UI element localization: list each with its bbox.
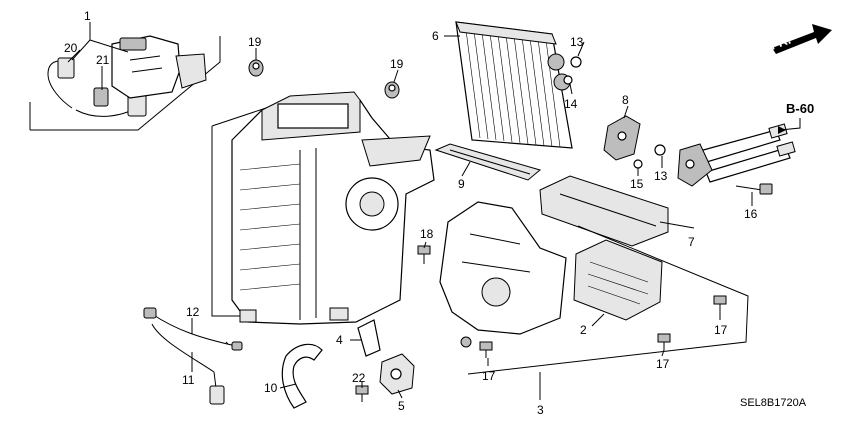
actuator-motor	[111, 35, 207, 99]
housing-tab-2	[329, 307, 349, 321]
screw-18	[417, 245, 431, 264]
blower-hub	[359, 191, 385, 217]
expansion-valve	[603, 115, 641, 161]
clip-21	[93, 87, 109, 107]
o-ring-13c	[654, 144, 666, 156]
screw-17b	[657, 333, 671, 350]
filter-tray-9	[434, 143, 542, 181]
callout-22: 22	[352, 371, 366, 385]
lower-case-3	[439, 201, 567, 335]
diagram-code: SEL8B1720A	[740, 397, 807, 409]
callout-9: 9	[458, 177, 465, 191]
callout-19b: 19	[390, 57, 404, 71]
callout-11: 11	[182, 373, 195, 387]
callout-3: 3	[537, 403, 544, 417]
callout-2: 2	[580, 323, 587, 337]
grommet-19a	[248, 59, 264, 77]
callout-13b: 13	[654, 169, 668, 183]
callout-21: 21	[96, 53, 110, 67]
housing-ribs	[239, 163, 301, 291]
housing-seam	[299, 148, 317, 320]
callout-4: 4	[336, 333, 343, 347]
sensor-harness-11-12	[143, 307, 243, 405]
subassembly-bracket	[467, 225, 749, 375]
evaporator-core	[455, 21, 573, 149]
callout-17b: 17	[656, 357, 670, 371]
callout-18: 18	[420, 227, 434, 241]
lower-cover-7	[539, 175, 669, 247]
callout-7: 7	[688, 235, 695, 249]
bolt-16	[735, 183, 773, 195]
reference-leader	[779, 118, 801, 131]
housing-top-opening	[277, 103, 349, 129]
heater-unit-housing	[211, 91, 435, 325]
o-ring-14	[563, 75, 573, 85]
screw-17a	[713, 295, 727, 312]
callout-14: 14	[564, 97, 578, 111]
connector-20	[57, 57, 75, 79]
actuator-5	[379, 353, 415, 395]
leader-lines	[67, 22, 753, 400]
housing-tab-1	[239, 309, 257, 323]
front-label: FR.	[768, 32, 793, 53]
inset-bracket-line	[29, 36, 221, 131]
callout-10: 10	[264, 381, 278, 395]
arrow-right-icon	[772, 24, 832, 54]
callout-8: 8	[622, 93, 629, 107]
callout-19a: 19	[248, 35, 262, 49]
callout-17a: 17	[714, 323, 728, 337]
o-ring-13a	[570, 56, 582, 68]
callout-20: 20	[64, 41, 78, 55]
grommet-19b	[384, 81, 400, 99]
callout-17c: 17	[482, 369, 496, 383]
front-direction-indicator: FR.	[768, 24, 832, 54]
heater-core-2	[573, 239, 663, 321]
screw-22	[355, 385, 369, 402]
inset-harness-group	[29, 35, 221, 131]
o-ring-15	[633, 159, 643, 169]
callout-6: 6	[432, 29, 439, 43]
grommet-lower	[460, 336, 472, 348]
callout-1: 1	[84, 9, 91, 23]
arrow-left-icon	[778, 126, 786, 134]
callout-5: 5	[398, 399, 405, 413]
drain-hose-10	[281, 343, 323, 409]
callout-labels: 1 2 3 4 5 6 7 8 9 10 11 12 13 13 14 15 1…	[64, 9, 758, 417]
reference-label[interactable]: B-60	[786, 101, 814, 116]
housing-flange	[361, 135, 431, 167]
screw-17c	[479, 341, 493, 358]
callout-15: 15	[630, 177, 644, 191]
callout-16: 16	[744, 207, 758, 221]
callout-13a: 13	[570, 35, 584, 49]
callout-12: 12	[186, 305, 200, 319]
duct-4	[357, 319, 381, 357]
refrigerant-pipes	[677, 123, 796, 187]
